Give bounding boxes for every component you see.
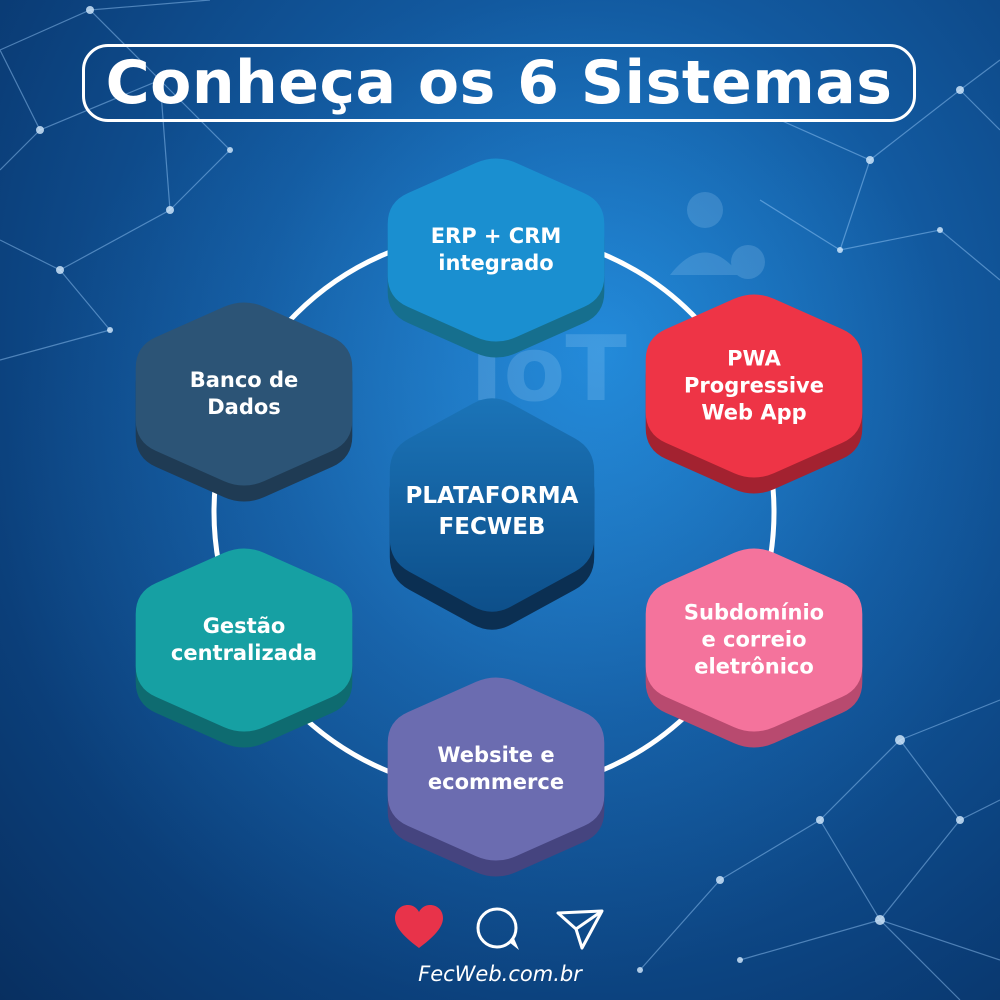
share-icon[interactable] bbox=[556, 909, 604, 950]
center-hexagon-label: PLATAFORMA FECWEB bbox=[405, 482, 579, 540]
page-title: Conheça os 6 Sistemas bbox=[105, 48, 893, 118]
system-subdominio-label: Subdomínio e correio eletrônico bbox=[683, 600, 825, 679]
system-banco-dados-label: Banco de Dados bbox=[189, 368, 299, 419]
website-url[interactable]: FecWeb.com.br bbox=[418, 962, 582, 986]
system-erp-crm-hexagon bbox=[387, 158, 605, 358]
system-erp-crm-hexagon-face bbox=[387, 158, 605, 342]
center-hexagon bbox=[389, 398, 595, 630]
system-gestao-label: Gestão centralizada bbox=[170, 614, 318, 665]
system-gestao-hexagon bbox=[135, 548, 353, 748]
system-gestao-hexagon-face bbox=[135, 548, 353, 732]
system-pwa-hexagon bbox=[645, 294, 863, 494]
network-nodes bbox=[36, 6, 964, 973]
system-website-label: Website e ecommerce bbox=[427, 743, 565, 794]
title-frame: Conheça os 6 Sistemas bbox=[82, 44, 916, 122]
heart-icon[interactable] bbox=[395, 905, 443, 948]
system-pwa-label: PWA Progressive Web App bbox=[684, 346, 824, 425]
system-erp-crm-label: ERP + CRM integrado bbox=[430, 224, 562, 275]
system-banco-dados-hexagon bbox=[135, 302, 353, 502]
hexagon-layer bbox=[135, 158, 863, 877]
comment-icon[interactable] bbox=[476, 907, 519, 950]
system-subdominio-hexagon-face bbox=[645, 548, 863, 732]
center-hexagon-face bbox=[389, 398, 595, 612]
system-website-hexagon bbox=[387, 677, 605, 877]
system-banco-dados-hexagon-face bbox=[135, 302, 353, 486]
footer-icons bbox=[395, 905, 604, 950]
system-pwa-hexagon-face bbox=[645, 294, 863, 478]
system-subdominio-hexagon bbox=[645, 548, 863, 748]
system-website-hexagon-face bbox=[387, 677, 605, 861]
